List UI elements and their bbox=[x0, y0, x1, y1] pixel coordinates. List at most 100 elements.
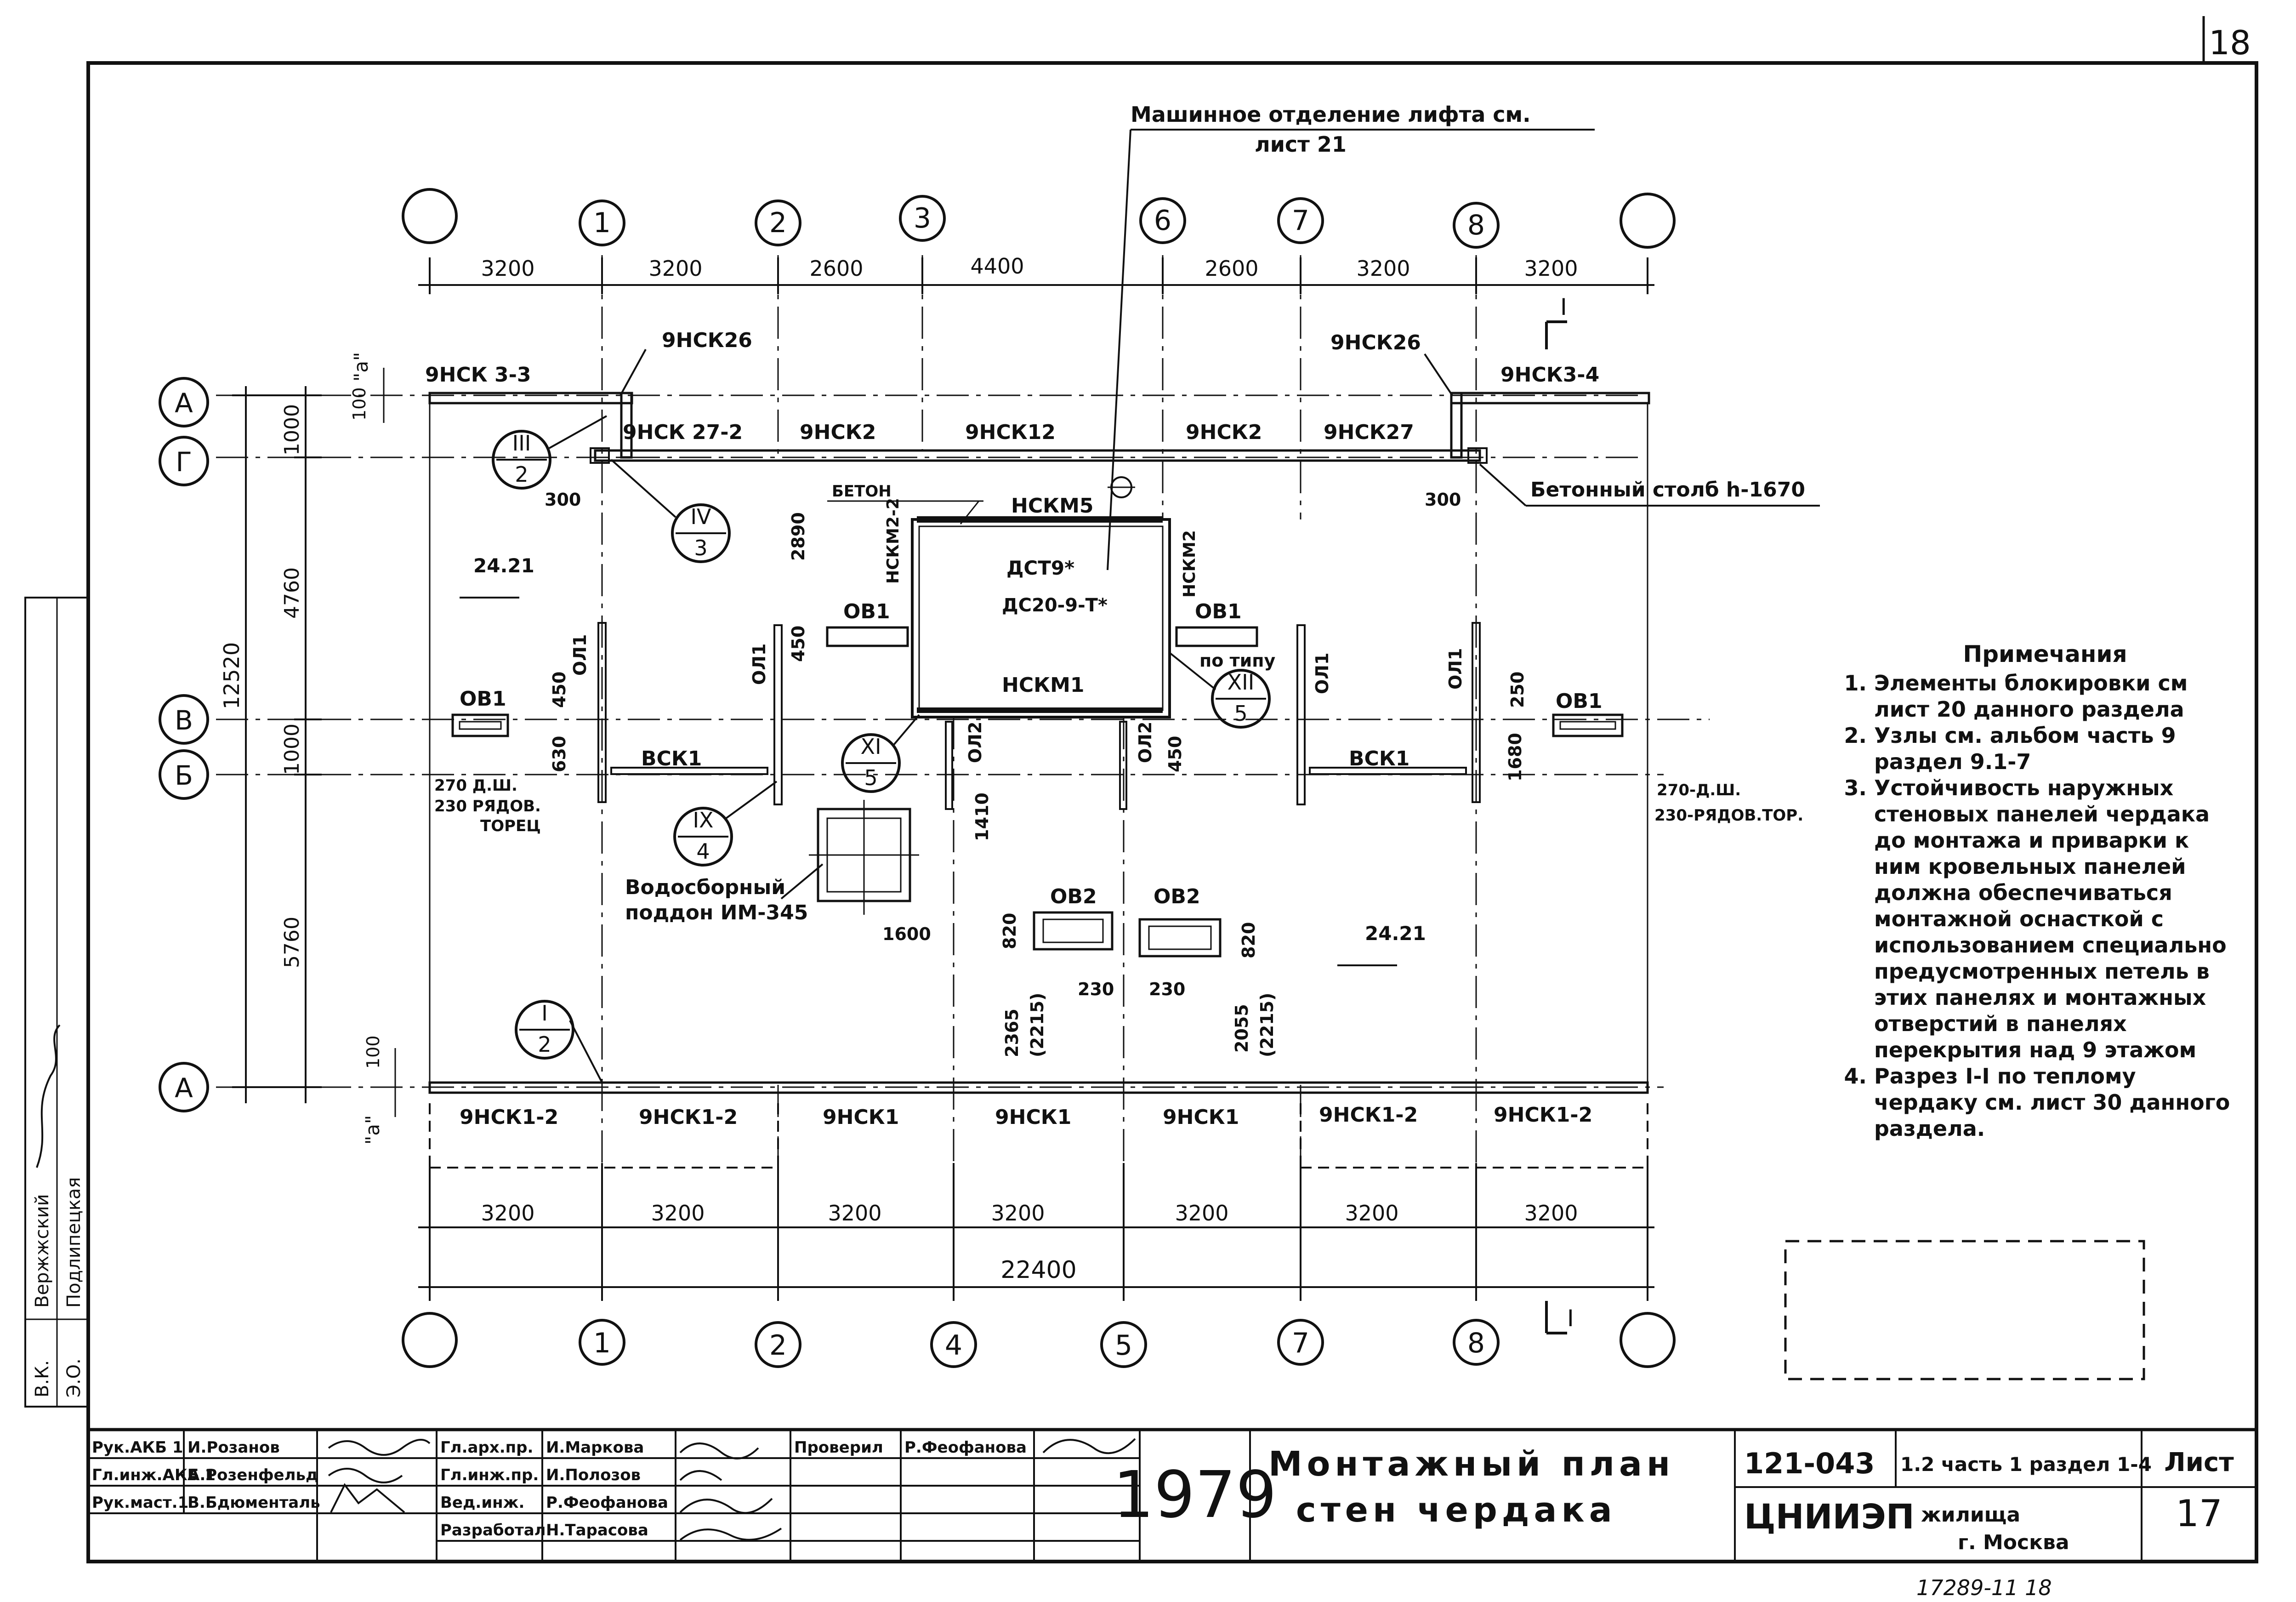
svg-text:А: А bbox=[175, 1072, 193, 1104]
svg-text:(2215): (2215) bbox=[1257, 993, 1277, 1058]
svg-text:I: I bbox=[1567, 1305, 1574, 1332]
svg-text:НСКМ2-2: НСКМ2-2 bbox=[884, 498, 903, 584]
svg-text:2600: 2600 bbox=[809, 256, 863, 281]
svg-text:5: 5 bbox=[1234, 701, 1247, 726]
svg-text:В.Бдюменталь: В.Бдюменталь bbox=[188, 1494, 320, 1512]
dimension-top: 3200 3200 2600 4400 2600 3200 3200 bbox=[418, 254, 1654, 294]
svg-text:3: 3 bbox=[694, 536, 707, 560]
svg-text:Б: Б bbox=[175, 760, 193, 791]
svg-text:Р.Феофанова: Р.Феофанова bbox=[904, 1438, 1027, 1457]
svg-text:9НСК1-2: 9НСК1-2 bbox=[460, 1106, 558, 1129]
svg-text:г. Москва: г. Москва bbox=[1958, 1531, 2069, 1554]
svg-text:Э.О.: Э.О. bbox=[63, 1358, 85, 1397]
svg-text:Гл.арх.пр.: Гл.арх.пр. bbox=[440, 1438, 533, 1457]
svg-text:3200: 3200 bbox=[1175, 1201, 1228, 1226]
svg-text:ОВ1: ОВ1 bbox=[1195, 600, 1242, 623]
svg-text:ОЛ1: ОЛ1 bbox=[1312, 653, 1332, 694]
svg-text:IV: IV bbox=[690, 504, 711, 529]
walls-top bbox=[428, 392, 1650, 464]
svg-text:Вед.инж.: Вед.инж. bbox=[440, 1494, 524, 1512]
svg-text:3200: 3200 bbox=[1356, 256, 1410, 281]
svg-text:630: 630 bbox=[549, 736, 569, 772]
svg-text:В: В bbox=[175, 705, 193, 736]
svg-text:НСКМ2: НСКМ2 bbox=[1180, 530, 1199, 598]
svg-text:"а": "а" bbox=[361, 1115, 384, 1145]
svg-text:НСКМ1: НСКМ1 bbox=[1002, 673, 1084, 697]
svg-text:9НСК1-2: 9НСК1-2 bbox=[1494, 1103, 1592, 1127]
svg-text:ОВ2: ОВ2 bbox=[1154, 885, 1200, 908]
svg-text:300: 300 bbox=[1425, 490, 1461, 510]
svg-text:1000: 1000 bbox=[280, 404, 304, 456]
svg-text:I: I bbox=[1560, 294, 1567, 320]
svg-text:ТОРЕЦ: ТОРЕЦ bbox=[480, 817, 541, 835]
svg-text:IX: IX bbox=[693, 808, 713, 832]
svg-text:230: 230 bbox=[1149, 979, 1185, 999]
svg-text:ЦНИИЭП: ЦНИИЭП bbox=[1744, 1497, 1915, 1537]
svg-text:поддон ИМ-345: поддон ИМ-345 bbox=[625, 901, 808, 924]
svg-text:ОВ1: ОВ1 bbox=[460, 687, 506, 711]
title-block: Рук.АКБ 1 И.Розанов Гл.инж.АКБ 1 А.Розен… bbox=[86, 1428, 2258, 1563]
side-stamp: В.К. Э.О. Вержжский Подлипецкая bbox=[24, 597, 89, 1408]
svg-text:2365: 2365 bbox=[1002, 1009, 1022, 1057]
svg-text:9НСК 27-2: 9НСК 27-2 bbox=[623, 421, 743, 444]
svg-text:Н.Тарасова: Н.Тарасова bbox=[546, 1521, 648, 1539]
svg-text:4760: 4760 bbox=[280, 567, 304, 619]
svg-text:2055: 2055 bbox=[1232, 1004, 1252, 1053]
detail-dimensions: 300 300 2890 450 450 630 1410 1600 820 8… bbox=[545, 490, 1528, 1057]
svg-text:1: 1 bbox=[593, 1327, 611, 1359]
svg-text:100: 100 bbox=[363, 1035, 383, 1069]
svg-text:Бетонный столб h-1670: Бетонный столб h-1670 bbox=[1530, 478, 1805, 502]
svg-text:Гл.инж.пр.: Гл.инж.пр. bbox=[440, 1466, 539, 1484]
axis-markers-top: 1 2 3 6 7 8 bbox=[402, 188, 1676, 249]
svg-text:ОЛ2: ОЛ2 bbox=[1135, 722, 1155, 763]
svg-text:9НСК 3-3: 9НСК 3-3 bbox=[425, 363, 531, 387]
note-item: Элементы блокировки см лист 20 данного р… bbox=[1874, 670, 2238, 723]
dimension-left: 12520 1000 4760 1000 5760 100 "а" 100 "а… bbox=[219, 352, 396, 1145]
svg-text:А.Розенфельд: А.Розенфельд bbox=[188, 1466, 318, 1484]
svg-text:2890: 2890 bbox=[788, 512, 808, 561]
svg-text:I: I bbox=[541, 1001, 548, 1026]
svg-text:4: 4 bbox=[696, 839, 710, 864]
svg-text:1000: 1000 bbox=[280, 724, 304, 775]
svg-text:лист 21: лист 21 bbox=[1255, 132, 1347, 157]
svg-text:Водосборный: Водосборный bbox=[625, 876, 785, 899]
svg-text:450: 450 bbox=[1165, 736, 1185, 772]
note-item: Разрез I-I по теплому чердаку см. лист 3… bbox=[1874, 1063, 2238, 1142]
svg-text:450: 450 bbox=[549, 672, 569, 708]
svg-text:3200: 3200 bbox=[991, 1201, 1045, 1226]
svg-text:ОВ1: ОВ1 bbox=[1556, 690, 1603, 713]
svg-text:270 Д.Ш.: 270 Д.Ш. bbox=[434, 776, 517, 795]
svg-text:И.Маркова: И.Маркова bbox=[546, 1438, 644, 1457]
svg-text:2: 2 bbox=[769, 1329, 787, 1362]
svg-text:17: 17 bbox=[2176, 1492, 2222, 1535]
node-markers: III 2 IV 3 IX 4 XI 5 XII 5 I 2 bbox=[492, 349, 1453, 1083]
svg-text:Проверил: Проверил bbox=[794, 1438, 883, 1457]
svg-text:ОЛ2: ОЛ2 bbox=[965, 722, 985, 763]
svg-text:8: 8 bbox=[1467, 1327, 1485, 1359]
svg-text:5760: 5760 bbox=[280, 917, 304, 968]
svg-text:9НСК1-2: 9НСК1-2 bbox=[1319, 1103, 1418, 1127]
svg-text:9НСК12: 9НСК12 bbox=[965, 421, 1056, 444]
svg-text:3200: 3200 bbox=[1345, 1201, 1398, 1226]
svg-text:3200: 3200 bbox=[481, 256, 534, 281]
svg-text:121-043: 121-043 bbox=[1744, 1447, 1875, 1480]
svg-text:9НСК2: 9НСК2 bbox=[800, 421, 876, 444]
svg-text:9НСК2: 9НСК2 bbox=[1186, 421, 1262, 444]
svg-text:4400: 4400 bbox=[970, 254, 1024, 279]
svg-text:XII: XII bbox=[1228, 670, 1255, 695]
svg-text:3200: 3200 bbox=[481, 1201, 534, 1226]
svg-text:XI: XI bbox=[860, 734, 881, 759]
svg-text:24.21: 24.21 bbox=[1365, 922, 1426, 945]
svg-text:А: А bbox=[175, 388, 193, 419]
svg-text:2: 2 bbox=[515, 462, 528, 487]
note-item: Устойчивость наружных стеновых панелей ч… bbox=[1874, 775, 2238, 1063]
notes-block: Примечания Элементы блокировки см лист 2… bbox=[1852, 641, 2238, 1142]
svg-text:9НСК26: 9НСК26 bbox=[662, 329, 752, 352]
svg-text:5: 5 bbox=[1115, 1329, 1132, 1362]
svg-text:Рук.маст.1: Рук.маст.1 bbox=[92, 1494, 188, 1512]
svg-text:9НСК1-2: 9НСК1-2 bbox=[639, 1106, 738, 1129]
dashed-placeholder-box bbox=[1784, 1240, 2145, 1380]
panel-labels: 9НСК 3-3 9НСК26 9НСК 27-2 9НСК2 9НСК12 9… bbox=[425, 329, 1803, 1129]
inner-walls bbox=[597, 476, 1481, 915]
